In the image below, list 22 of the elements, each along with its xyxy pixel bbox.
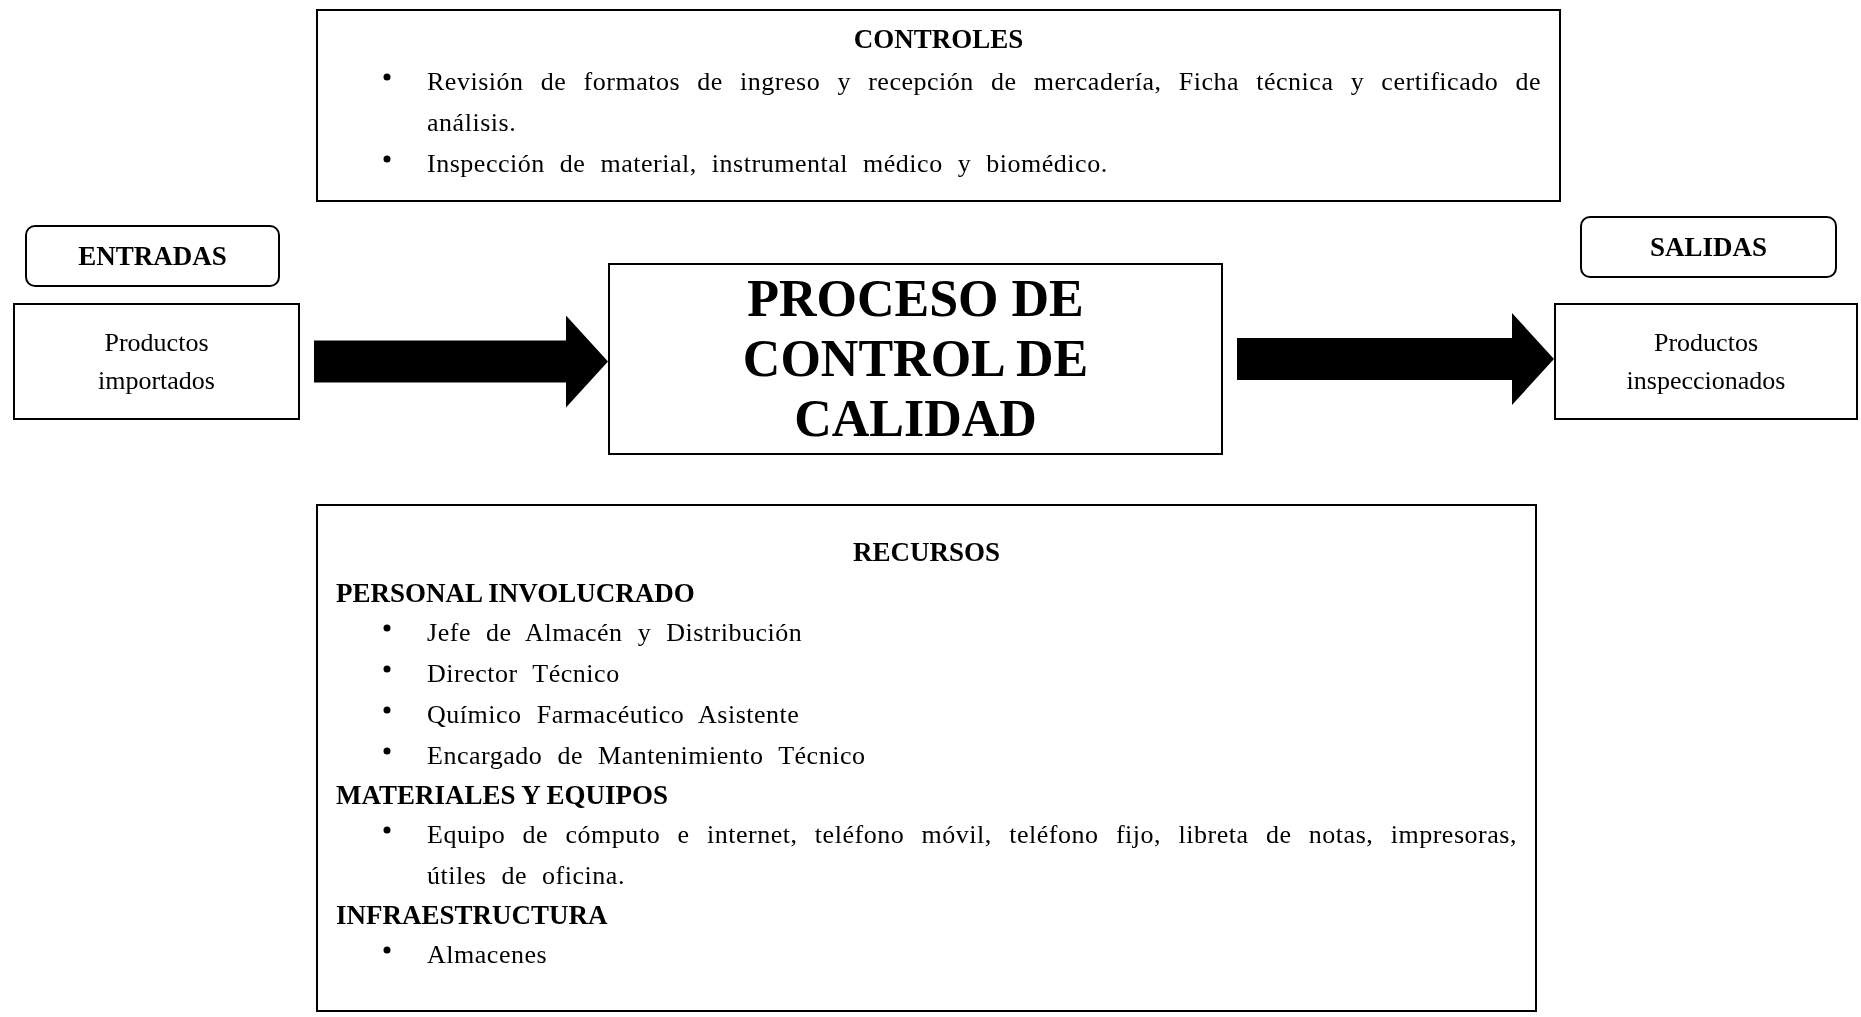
bullet-text: Almacenes [427,939,548,971]
bullet-text: Revisión de formatos de ingreso y recepción de mercadería, Ficha técnica y certificado de análisis. [427,66,1541,139]
bullet-text: Inspección de material, instrumental médico y biomédico. [427,148,1108,180]
subheading: INFRAESTRUCTURA [336,899,609,932]
io-box: Productos inspeccionados [1554,303,1858,420]
label-box: SALIDAS [1580,216,1837,278]
text-panel [316,504,1537,1012]
bullet-text: Director Técnico [427,658,620,690]
process-box: PROCESO DE CONTROL DE CALIDAD [608,263,1223,455]
bullet-text: Encargado de Mantenimiento Técnico [427,740,866,772]
bullet-text: Químico Farmacéutico Asistente [427,699,800,731]
subheading: MATERIALES Y EQUIPOS [336,779,670,812]
block-arrow [1237,313,1554,405]
section-heading: CONTROLES [852,23,1025,56]
section-heading: RECURSOS [851,536,1001,569]
bullet-text: Equipo de cómputo e internet, teléfono móvil, teléfono fijo, libreta de notas, impresoras, útiles de oficina. [427,819,1517,892]
block-arrow [314,315,608,408]
text-panel [316,9,1561,202]
bullet-text: Jefe de Almacén y Distribución [427,617,803,649]
subheading: PERSONAL INVOLUCRADO [336,577,696,610]
label-box: ENTRADAS [25,225,280,287]
io-box: Productos importados [13,303,300,420]
